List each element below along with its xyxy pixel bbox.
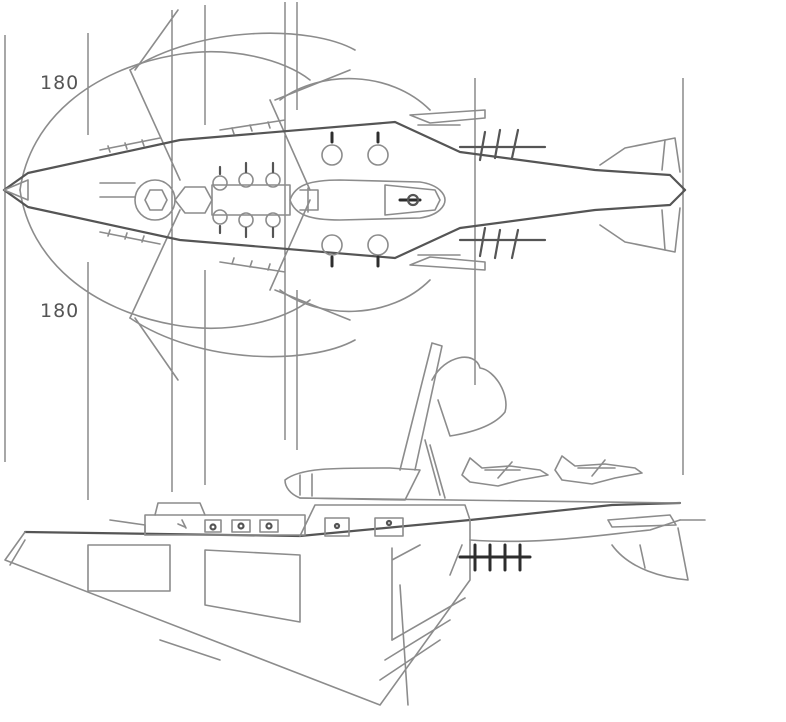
dimension-label-bottom: 180	[40, 300, 80, 322]
top-view	[2, 9, 687, 381]
reference-lines	[4, 2, 684, 500]
side-view	[4, 342, 706, 706]
dimension-label-top: 180	[40, 72, 80, 94]
